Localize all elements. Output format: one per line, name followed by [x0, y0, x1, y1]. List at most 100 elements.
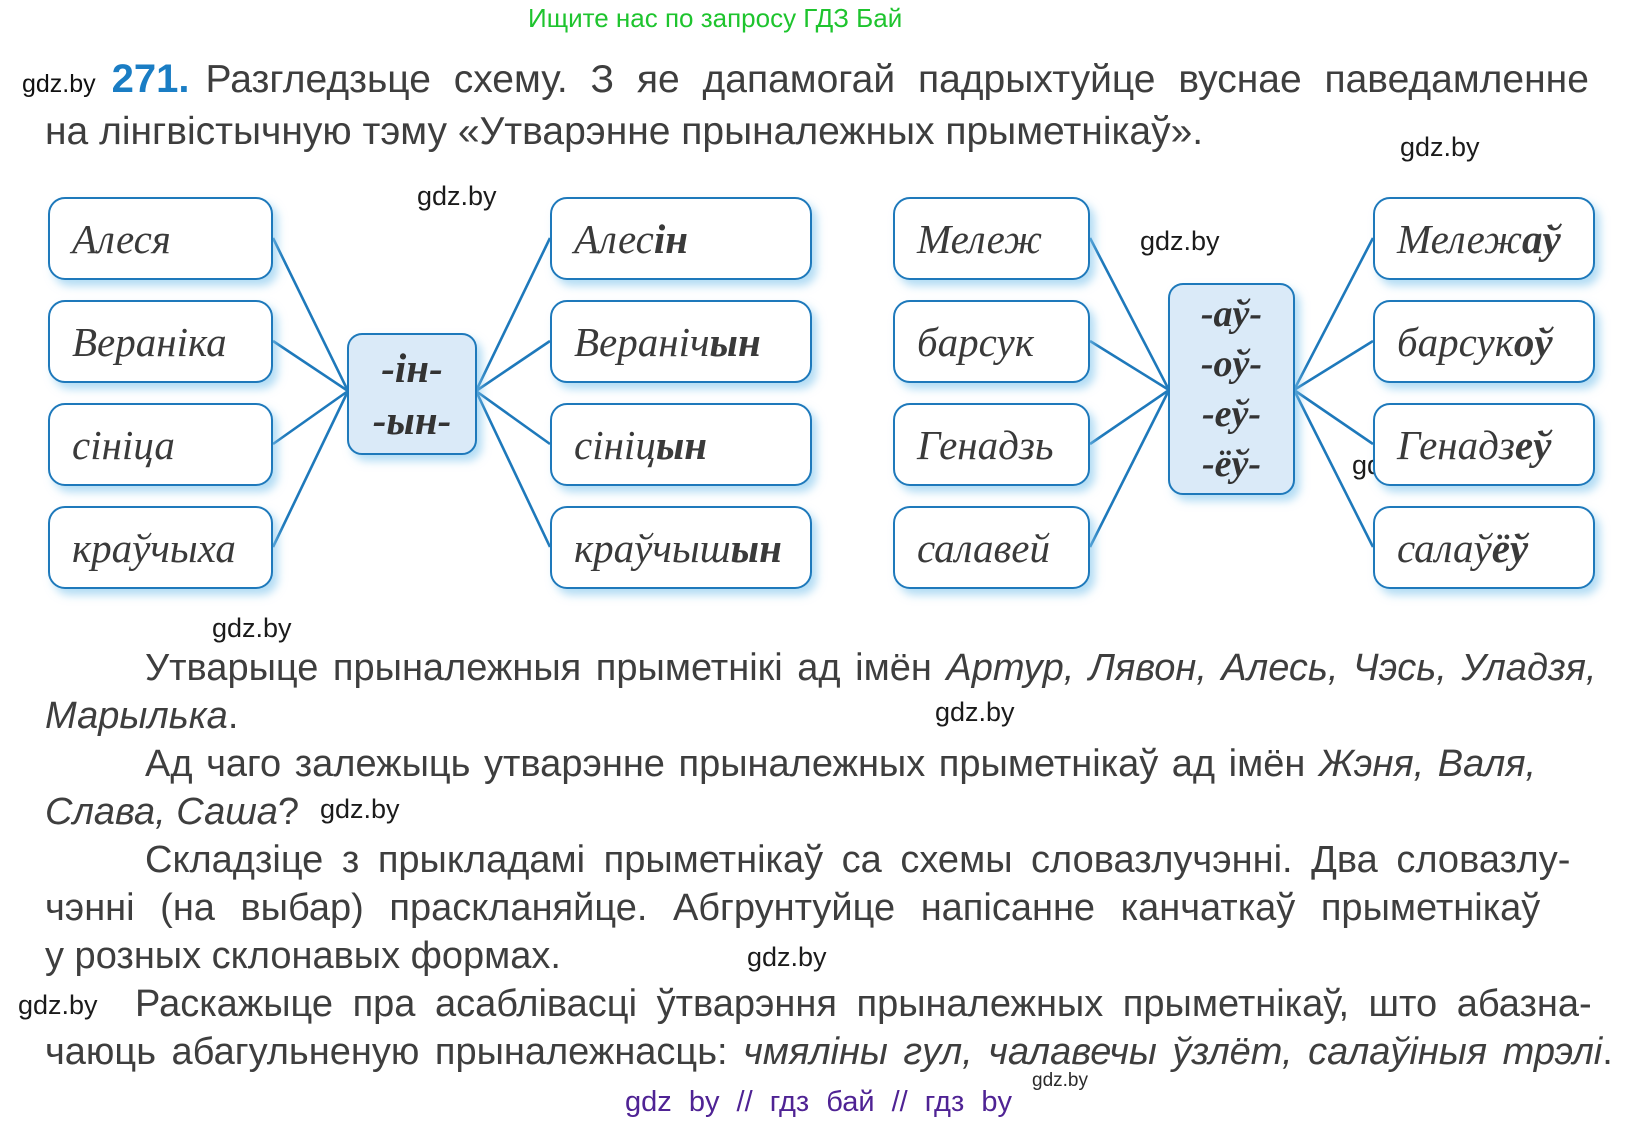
diagram-word: Алесін	[574, 215, 688, 263]
task3-line2: чэнні (на выбар) праскланяйце. Абгрунтуй…	[45, 887, 1541, 929]
watermark: gdz.by	[22, 70, 96, 98]
task-text: ?	[277, 791, 300, 833]
word-stem: Мележ	[1397, 215, 1522, 262]
watermark: gdz.by	[1400, 132, 1480, 162]
exercise-intro-line1: gdz.by 271. Разгледзьце схему. З яе дапа…	[22, 56, 1589, 104]
suffix: -аў-	[1200, 293, 1263, 335]
connector-line	[1293, 388, 1374, 446]
task3-line3: у розных склонавых формах.	[45, 935, 561, 977]
diagram-word: Мележаў	[1397, 215, 1561, 263]
task-text: .	[1602, 1031, 1613, 1073]
task-names-italic: Жэня, Валя,	[1318, 743, 1537, 785]
diagram-word: краўчышын	[574, 524, 782, 572]
connector-line	[1089, 339, 1170, 392]
word-suffix: ын	[730, 524, 782, 571]
diagram-word: Вераніка	[72, 318, 227, 365]
footer-watermark-line: gdz by // гдз бай // гдз by	[625, 1086, 1012, 1118]
task4-line1: Раскажыце пра асаблівасці ўтварэння прын…	[135, 983, 1592, 1025]
diagram-box-derived: барсукоў	[1373, 300, 1595, 383]
word-suffix: еў	[1514, 421, 1552, 468]
task3-line1: Складзіце з прыкладамі прыметнікаў са сх…	[145, 839, 1571, 881]
exercise-intro-text: Разгледзьце схему. З яе дапамогай падрых…	[205, 58, 1589, 101]
suffix: -оў-	[1200, 343, 1263, 385]
word-stem: Генадз	[1397, 421, 1515, 468]
watermark: gdz.by	[320, 794, 400, 824]
diagram-box-derived: Веранічын	[550, 300, 812, 383]
connector-line	[271, 390, 350, 548]
word-suffix: ын	[655, 421, 708, 468]
task4-line2: чаюць абагульненую прыналежнасць: чмялін…	[45, 1029, 1613, 1075]
diagram-suffix-box: -аў- -оў- -еў- -ёў-	[1168, 283, 1295, 495]
watermark: gdz.by	[18, 990, 98, 1020]
suffix: -ёў-	[1201, 443, 1262, 485]
task-text: Утварыце прыналежныя прыметнікі ад імён	[145, 647, 947, 689]
exercise-number: 271.	[111, 57, 190, 101]
connector-line	[1088, 389, 1171, 548]
diagram-box-source: краўчыха	[48, 506, 273, 589]
watermark: gdz.by	[1140, 226, 1220, 256]
diagram-word: салавей	[917, 524, 1051, 571]
diagram-word: барсук	[917, 318, 1034, 365]
connector-line	[474, 237, 552, 392]
task-names-italic: Артур, Лявон, Алесь, Чэсь, Уладзя,	[946, 647, 1597, 689]
word-suffix: ын	[709, 318, 761, 365]
diagram-word: Веранічын	[574, 318, 761, 366]
diagram-box-source: Мележ	[893, 197, 1090, 280]
word-stem: Алес	[574, 215, 654, 262]
connector-line	[272, 339, 349, 393]
connector-line	[475, 339, 551, 393]
exercise-intro-line2: на лінгвістычную тэму «Утварэнне прынале…	[45, 110, 1204, 153]
word-stem: салаў	[1397, 524, 1492, 571]
diagram-word: сініца	[72, 421, 175, 468]
word-stem: барсук	[1397, 318, 1514, 365]
task-text: Ад чаго залежыць утварэнне прыналежных п…	[145, 743, 1319, 785]
task-examples-italic: чмяліны гул, чалавечы ўзлёт, салаўіныя т…	[743, 1031, 1603, 1073]
word-stem: сініц	[574, 421, 656, 468]
connector-line	[1292, 237, 1375, 391]
diagram-box-source: Генадзь	[893, 403, 1090, 486]
diagram-box-derived: Алесін	[550, 197, 812, 280]
task2-line1: Ад чаго залежыць утварэнне прыналежных п…	[145, 741, 1536, 787]
diagram-word: Мележ	[917, 215, 1042, 262]
diagram-box-source: Алеся	[48, 197, 273, 280]
task1-line1: Утварыце прыналежныя прыметнікі ад імён …	[145, 645, 1596, 691]
connector-line	[474, 390, 552, 548]
diagram-word: краўчыха	[72, 524, 236, 571]
diagram-suffix-box: -ін- -ын-	[347, 333, 477, 455]
diagram-box-source: салавей	[893, 506, 1090, 589]
word-suffix: ёў	[1491, 524, 1529, 571]
connector-line	[1089, 388, 1170, 446]
connector-line	[1293, 339, 1374, 392]
task-text: чаюць абагульненую прыналежнасць:	[45, 1031, 744, 1073]
diagram-box-source: сініца	[48, 403, 273, 486]
watermark: gdz.by	[747, 942, 827, 972]
diagram-word: салаўёў	[1397, 524, 1528, 572]
diagram-box-derived: краўчышын	[550, 506, 812, 589]
connector-line	[1088, 237, 1171, 391]
diagram-word: Алеся	[72, 215, 171, 262]
task1-line2: Марылька.	[45, 693, 238, 739]
diagram-word: Генадзеў	[1397, 421, 1551, 469]
diagram-box-source: Вераніка	[48, 300, 273, 383]
suffix: -еў-	[1201, 393, 1262, 435]
diagram-box-source: барсук	[893, 300, 1090, 383]
word-suffix: оў	[1513, 318, 1553, 365]
connector-line	[475, 389, 551, 446]
diagram-box-derived: сініцын	[550, 403, 812, 486]
diagram-word: Генадзь	[917, 421, 1054, 468]
task2-line2: Слава, Саша?	[45, 789, 299, 835]
promo-banner: Ищите нас по запросу ГДЗ Бай	[528, 3, 903, 33]
connector-line	[272, 389, 349, 446]
word-suffix: аў	[1521, 215, 1561, 262]
suffix: -ін-	[381, 345, 443, 391]
task-names-italic: Слава, Саша	[45, 791, 278, 833]
connector-line	[271, 237, 350, 392]
diagram-word: барсукоў	[1397, 318, 1553, 366]
watermark: gdz.by	[1032, 1070, 1088, 1091]
watermark: gdz.by	[935, 697, 1015, 727]
diagram-box-derived: Генадзеў	[1373, 403, 1595, 486]
word-suffix: ін	[653, 215, 688, 262]
suffix: -ын-	[372, 397, 452, 443]
diagram-word: сініцын	[574, 421, 707, 469]
